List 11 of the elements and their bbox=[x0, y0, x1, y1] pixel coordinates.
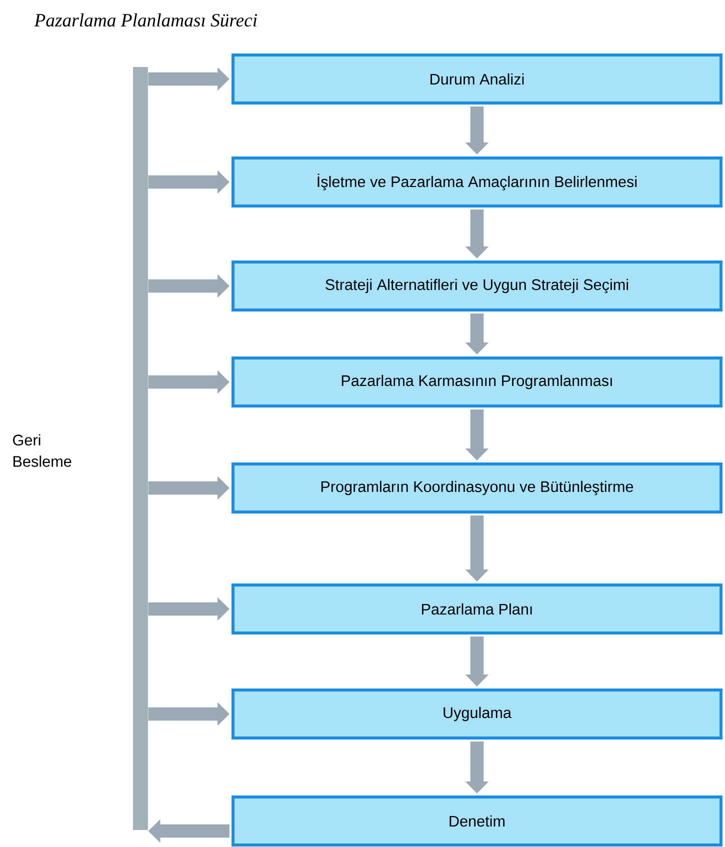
process-box: Pazarlama Planı bbox=[232, 584, 722, 634]
process-box: Uygulama bbox=[232, 688, 722, 740]
process-box: Strateji Alternatifleri ve Uygun Strateji Seçimi bbox=[232, 260, 722, 312]
process-box: Pazarlama Karmasının Programlanması bbox=[232, 356, 722, 408]
process-box: Programların Koordinasyonu ve Bütünleştirme bbox=[232, 462, 722, 514]
process-box: Denetim bbox=[232, 796, 722, 846]
feedback-bar bbox=[133, 67, 148, 830]
process-box: İşletme ve Pazarlama Amaçlarının Belirlenmesi bbox=[232, 156, 722, 208]
side-label: Geri Besleme bbox=[13, 434, 72, 467]
title: Pazarlama Planlaması Süreci bbox=[34, 13, 257, 27]
process-box: Durum Analizi bbox=[232, 54, 722, 104]
